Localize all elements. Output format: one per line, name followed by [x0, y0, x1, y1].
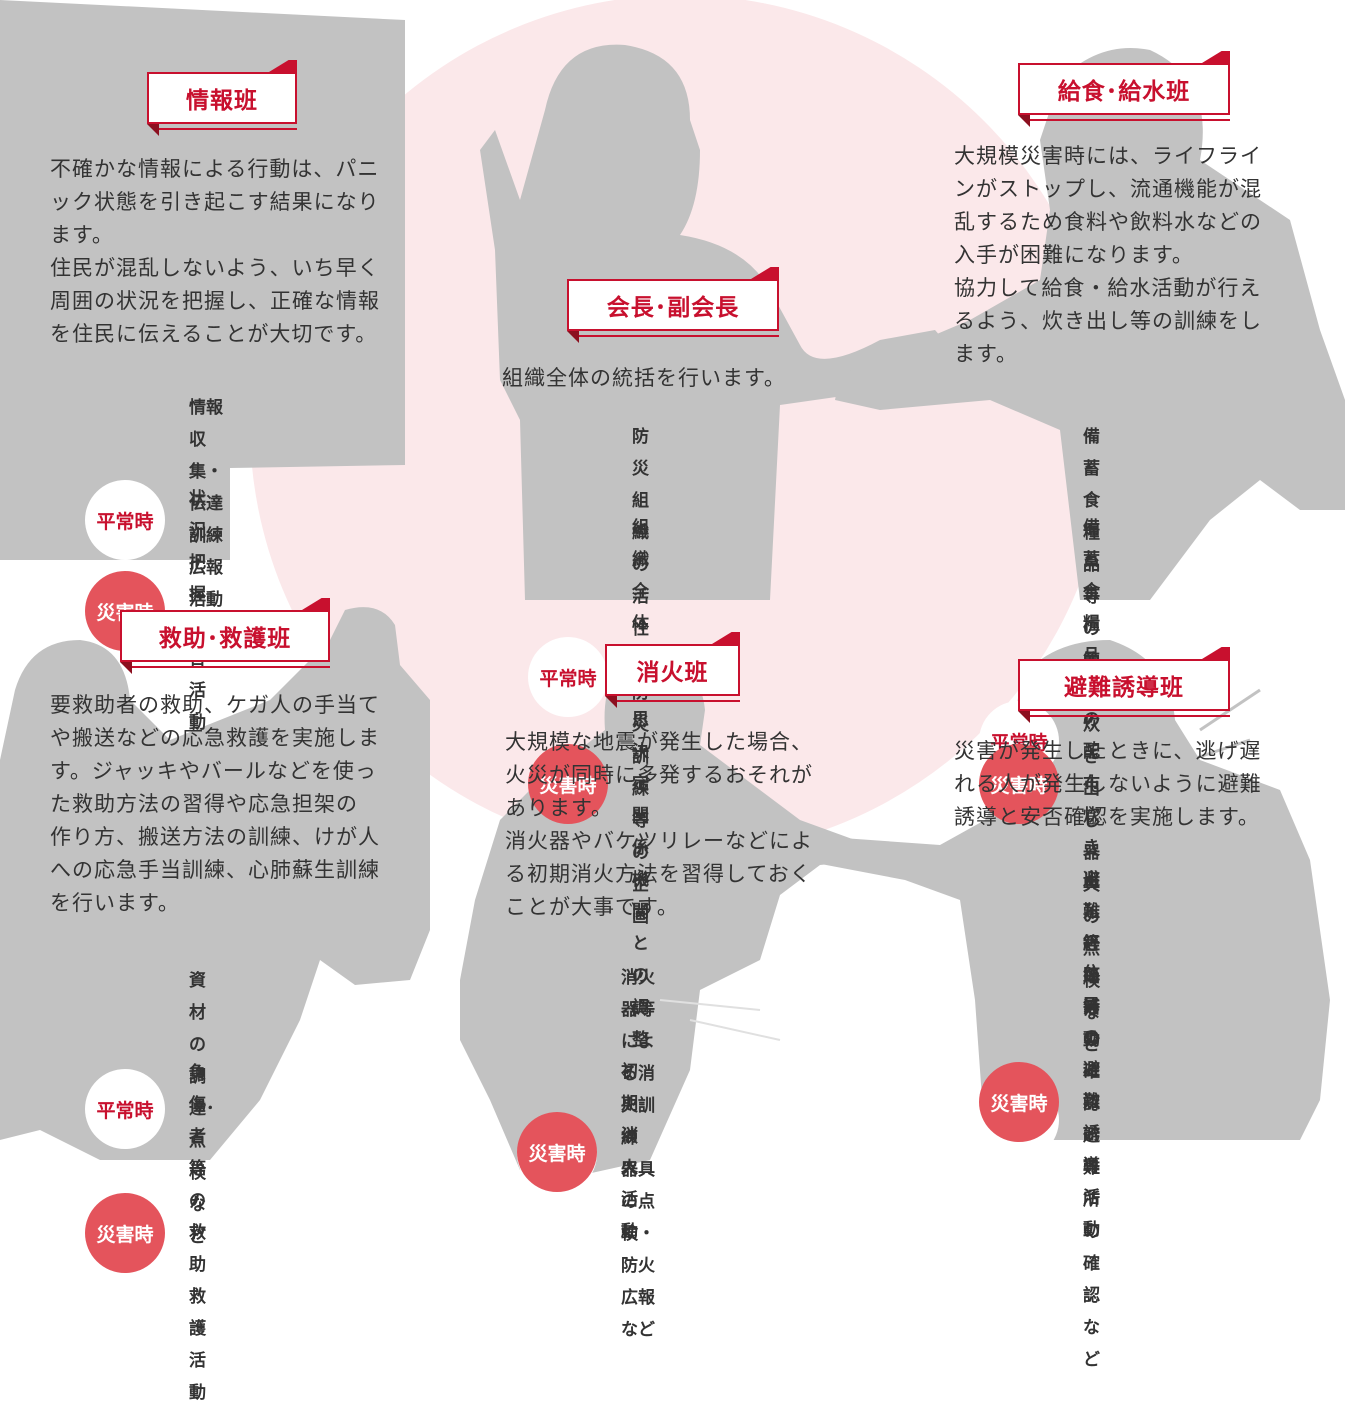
team-food-normal-text: 備蓄食糧品等の管理 炊き出し器具の点検など — [1083, 427, 1100, 1055]
team-evac-disaster-text: 住民の避難誘導活動 — [1083, 964, 1100, 1240]
team-rescue-disaster-row: 災害時 負傷者等の救助 救護活動 — [85, 1057, 206, 1409]
team-food-title: 給食･給水班 — [1018, 51, 1230, 127]
normal-time-badge: 平常時 — [85, 480, 165, 560]
team-fire-disaster-row: 災害時 初期消火活動 — [517, 1056, 638, 1248]
disaster-time-badge: 災害時 — [979, 744, 1059, 824]
motion-line — [1189, 738, 1251, 762]
motion-line — [659, 999, 761, 1011]
team-rescue-description: 要救助者の救助、ケガ人の手当て や搬送などの応急救護を実施しま す。ジャッキやバ… — [50, 693, 380, 915]
normal-time-badge: 平常時 — [528, 637, 608, 717]
disaster-time-badge: 災害時 — [528, 744, 608, 824]
team-rescue-title: 救助･救護班 — [120, 598, 330, 674]
team-rescue-disaster-text: 負傷者等の救助 救護活動 — [189, 1063, 206, 1403]
silhouette-food-team — [835, 48, 1345, 600]
team-food-disaster-row: 災害時 備蓄食糧品等の配布 炊き出し等の活動 — [979, 512, 1100, 1056]
team-food-description: 大規模災害時には、ライフライ ンがストップし、流通機能が混 乱するため食料や飲料… — [954, 144, 1262, 366]
team-rescue-title-text: 救助･救護班 — [158, 626, 292, 652]
silhouette-rescue-team — [0, 607, 430, 1160]
team-food-disaster-text: 備蓄食糧品等の配布 炊き出し等の活動 — [1083, 518, 1100, 1050]
team-info-title: 情報班 — [147, 60, 297, 136]
disaster-time-badge: 災害時 — [517, 1112, 597, 1192]
motion-line — [689, 1019, 781, 1041]
team-leader-description: 組織全体の統括を行います。 — [502, 366, 786, 390]
team-evac-title: 避難誘導班 — [1018, 647, 1230, 723]
team-leader-normal-row: 平常時 防災組織の活性化 防災訓練等の企画 — [528, 421, 649, 933]
team-evac-disaster-row: 災害時 住民の避難誘導活動 — [979, 958, 1100, 1246]
motion-line — [1199, 688, 1261, 732]
team-fire-title-text: 消火班 — [636, 660, 709, 686]
team-leader-title: 会長･副会長 — [567, 267, 779, 343]
team-info-description: 不確かな情報による行動は、パニ ック状態を引き起こす結果になり ます。 住民が混… — [50, 157, 380, 346]
team-fire-description: 大規模な地震が発生した場合、 火災が同時に多発するおそれが あります。 消火器や… — [505, 730, 813, 919]
disaster-time-badge: 災害時 — [85, 1193, 165, 1273]
silhouette-evac-team — [780, 640, 1330, 1140]
team-food-title-text: 給食･給水班 — [1057, 79, 1191, 105]
team-evac-title-text: 避難誘導班 — [1064, 675, 1184, 701]
team-fire-disaster-text: 初期消火活動 — [621, 1062, 638, 1242]
team-fire-title: 消火班 — [605, 632, 740, 708]
team-leader-title-text: 会長･副会長 — [606, 295, 740, 321]
normal-time-badge: 平常時 — [85, 1069, 165, 1149]
team-evac-description: 災害が発生したときに、逃げ遅 れる人が発生しないように避難 誘導と安否確認を実施… — [954, 739, 1262, 829]
disaster-time-badge: 災害時 — [979, 1062, 1059, 1142]
team-leader-disaster-row: 災害時 組織全体の意思決定 関係機関との調整 — [528, 512, 649, 1056]
silhouette-info-officer — [0, 0, 405, 560]
team-leader-disaster-text: 組織全体の意思決定 関係機関との調整 — [632, 518, 649, 1050]
background-illustration — [0, 0, 1345, 1180]
team-info-title-text: 情報班 — [186, 88, 258, 114]
team-info-normal-row: 平常時 情報収集・伝達訓練 広報活動など — [85, 392, 223, 648]
